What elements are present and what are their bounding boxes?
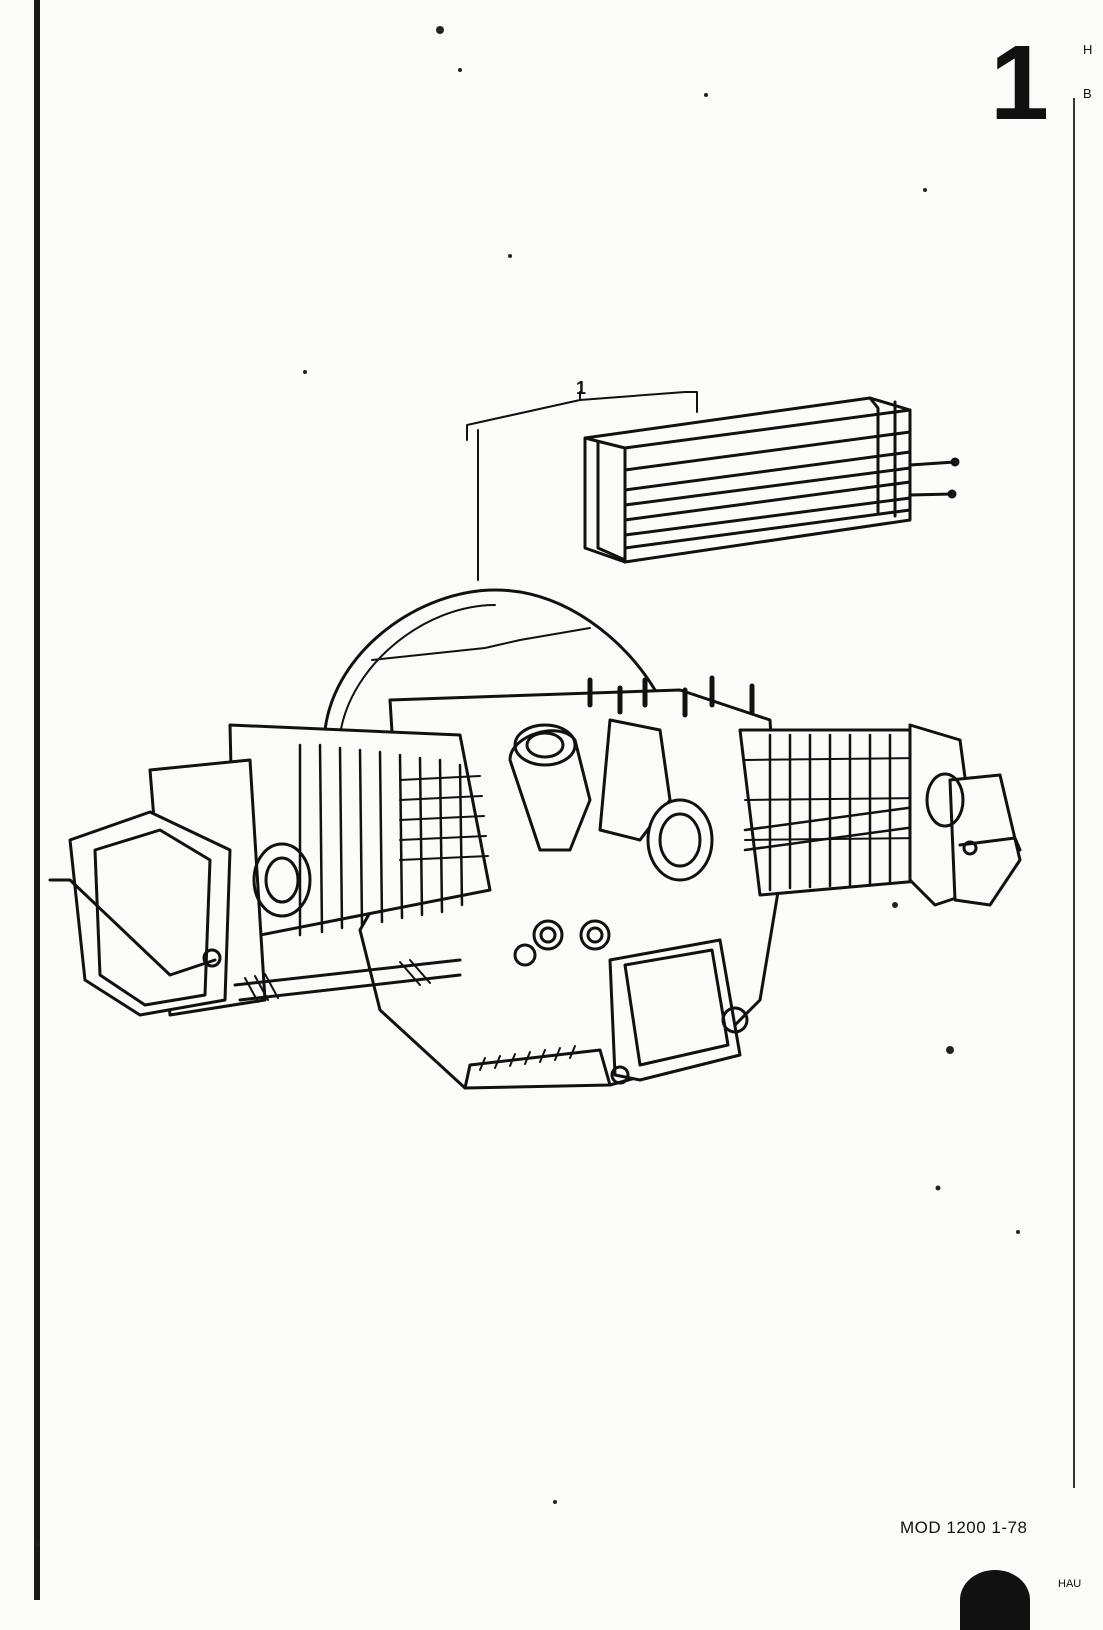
edge-letter-h: H [1083,42,1093,57]
model-code: MOD 1200 1-78 [900,1518,1028,1537]
scan-specks [36,26,1020,1547]
engine-assembly [48,588,1022,1090]
right-margin-rule [1073,98,1075,1488]
group-number: 1 [990,24,1049,142]
heat-exchanger-part [583,396,960,564]
callout-label: 1 [576,378,586,398]
page-tab-text: HAU [1058,1578,1082,1590]
edge-letter-b: B [1083,86,1092,101]
callout-bracket: 1 [466,378,698,581]
page-tab-marker [960,1570,1030,1630]
page-binding-edge [34,0,40,1600]
